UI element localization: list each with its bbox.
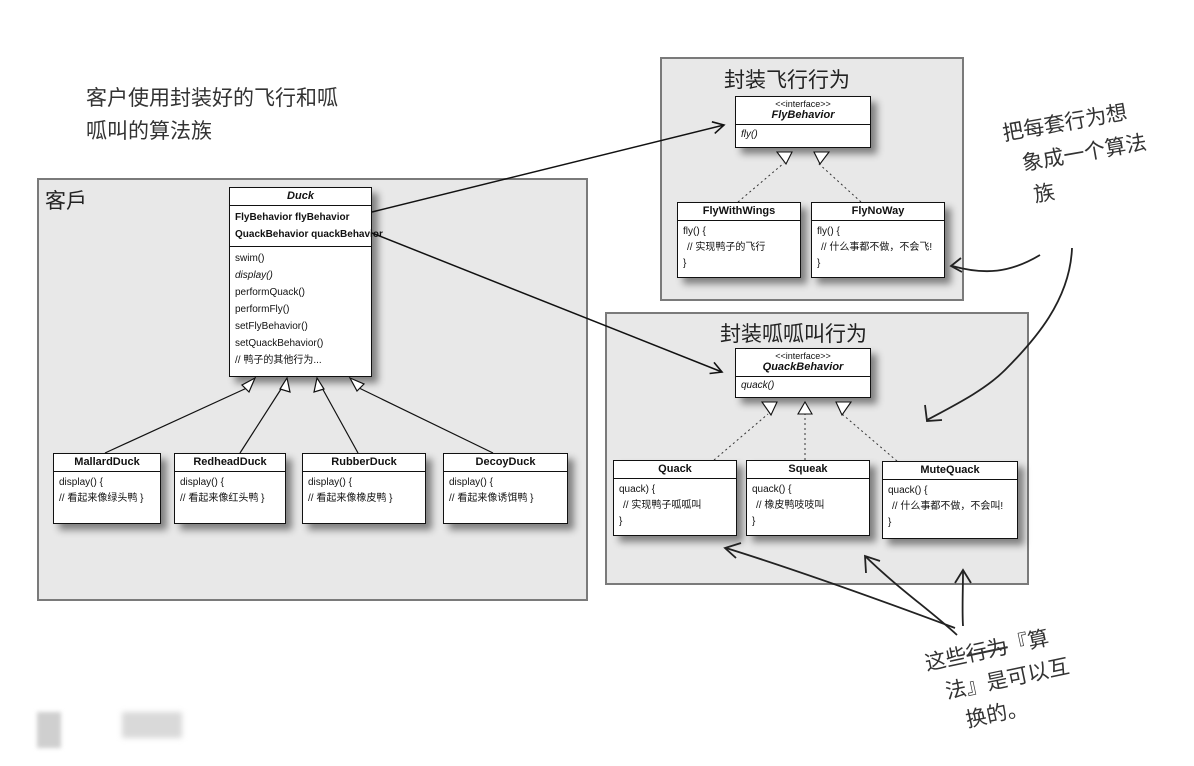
duck-method: display() [235, 270, 273, 281]
class-body: quack) { // 实现鸭子呱呱叫 } [619, 484, 702, 527]
inheritance-triangles [241, 376, 366, 394]
duck-class-box: Duck FlyBehavior flyBehavior QuackBehavi… [229, 187, 383, 377]
duck-methods: swim() display() performQuack() performF… [230, 247, 371, 372]
class-body: quack() { // 橡皮鸭吱吱叫 } [752, 484, 825, 527]
interface-header: <<interface>> FlyBehavior [736, 97, 870, 125]
family-note-arrow-to-quack-panel-head [924, 404, 943, 422]
intro-note: 客户使用封装好的飞行和呱 呱叫的算法族 [86, 82, 338, 148]
duck-method: performFly() [235, 304, 290, 315]
duck-field: QuackBehavior quackBehavior [235, 229, 383, 240]
blurred-watermark-right [122, 712, 182, 738]
swap-note-arrow-to-quack-head [723, 542, 742, 559]
class-name: MallardDuck [54, 454, 160, 472]
quack-association-arrow [371, 232, 724, 375]
class-name: MuteQuack [883, 462, 1017, 480]
redhead-duck-box: RedheadDuck display() { // 看起来像红头鸭 } [174, 453, 286, 524]
decoy-duck-box: DecoyDuck display() { // 看起来像诱饵鸭 } [443, 453, 568, 524]
class-name: FlyNoWay [812, 203, 944, 221]
fly-association-arrow [371, 121, 726, 213]
struck-word: 行为 [963, 634, 1010, 667]
quack-realization-lines [713, 413, 898, 462]
class-name: Quack [614, 461, 736, 479]
intro-note-line-2: 呱叫的算法族 [86, 119, 212, 143]
quack-panel-title: 封装呱呱叫行为 [720, 322, 867, 346]
blurred-watermark-left [37, 712, 61, 748]
duck-class-name: Duck [230, 188, 371, 206]
duck-method: performQuack() [235, 287, 306, 298]
class-body: display() { // 看起来像诱饵鸭 } [449, 477, 534, 504]
duck-method: setQuackBehavior() [235, 338, 324, 349]
fly-no-way-box: FlyNoWay fly() { // 什么事都不做，不会飞! } [811, 202, 945, 278]
swap-note-arrow-to-quack [725, 547, 956, 629]
mallard-duck-box: MallardDuck display() { // 看起来像绿头鸭 } [53, 453, 161, 524]
fly-with-wings-box: FlyWithWings fly() { // 实现鸭子的飞行 } [677, 202, 801, 278]
swap-note-arrow-to-squeak-head [864, 554, 881, 574]
class-body: fly() { // 实现鸭子的飞行 } [683, 226, 766, 269]
quack-realization-triangles [760, 400, 853, 417]
quack-behavior-interface-box: <<interface>> QuackBehavior quack() [735, 348, 871, 398]
class-name: DecoyDuck [444, 454, 567, 472]
interface-header: <<interface>> QuackBehavior [736, 349, 870, 377]
class-body: display() { // 看起来像橡皮鸭 } [308, 477, 393, 504]
rubber-duck-box: RubberDuck display() { // 看起来像橡皮鸭 } [302, 453, 426, 524]
inheritance-lines [104, 385, 494, 454]
fly-panel-title: 封装飞行行为 [724, 68, 850, 92]
interface-method: quack() [741, 380, 775, 391]
fly-realization-lines [737, 162, 862, 203]
family-note-arrow-to-flynoway [951, 254, 1041, 273]
intro-note-line-1: 客户使用封装好的飞行和呱 [86, 86, 338, 110]
interface-method: fly() [741, 129, 758, 140]
class-body: quack() { // 什么事都不做，不会叫! } [888, 485, 1004, 528]
client-panel-title: 客戶 [45, 189, 87, 213]
squeak-box: Squeak quack() { // 橡皮鸭吱吱叫 } [746, 460, 870, 536]
class-name: Squeak [747, 461, 869, 479]
class-body: fly() { // 什么事都不做，不会飞! } [817, 226, 933, 269]
class-name: RedheadDuck [175, 454, 285, 472]
duck-method: setFlyBehavior() [235, 321, 308, 332]
duck-fields: FlyBehavior flyBehavior QuackBehavior qu… [230, 206, 383, 247]
quack-box: Quack quack) { // 实现鸭子呱呱叫 } [613, 460, 737, 536]
fly-behavior-interface-box: <<interface>> FlyBehavior fly() [735, 96, 871, 148]
swap-note-arrow-to-mutequack-head [954, 568, 972, 584]
class-body: display() { // 看起来像红头鸭 } [180, 477, 265, 504]
class-name: RubberDuck [303, 454, 425, 472]
duck-field: FlyBehavior flyBehavior [235, 212, 350, 223]
class-name: FlyWithWings [678, 203, 800, 221]
duck-method: swim() [235, 253, 265, 264]
duck-method: // 鸭子的其他行为... [235, 355, 322, 366]
family-note-arrow-to-quack-panel [926, 247, 1073, 421]
fly-realization-triangles [775, 151, 831, 166]
family-note-arrow-to-flynoway-head [949, 257, 963, 273]
swap-note-arrow-to-squeak [865, 556, 958, 636]
mute-quack-box: MuteQuack quack() { // 什么事都不做，不会叫! } [882, 461, 1018, 539]
class-body: display() { // 看起来像绿头鸭 } [59, 477, 144, 504]
